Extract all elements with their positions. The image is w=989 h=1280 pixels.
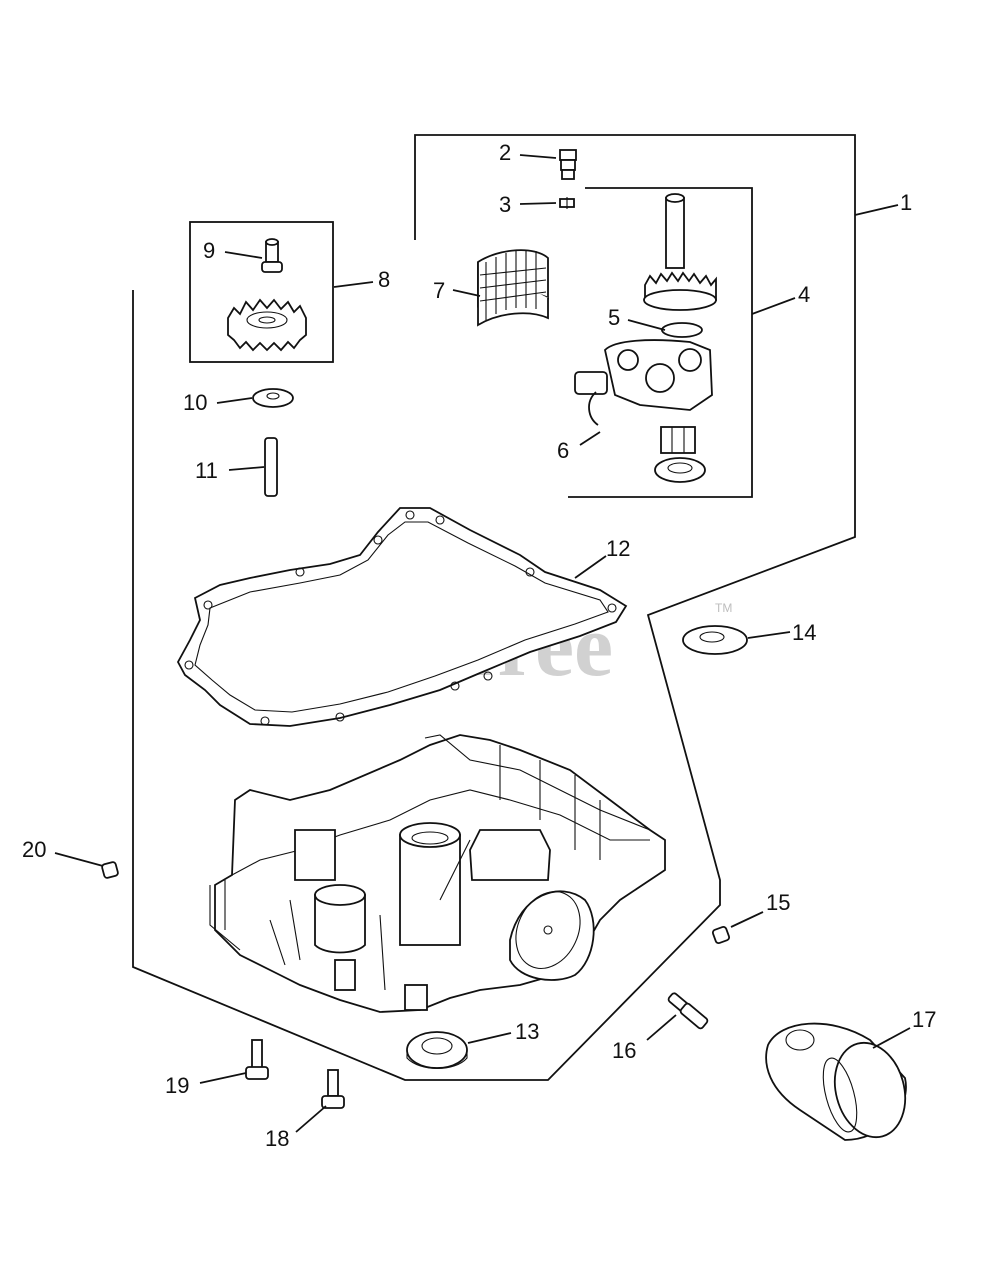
- leader-4: [751, 297, 796, 315]
- assembly-brackets: [132, 134, 856, 1081]
- part-7-screen: [477, 249, 549, 327]
- part-19-bolt: [245, 1039, 269, 1080]
- callout-labels: 1 2 3 4 5 6 7 8 9 10 11 12 13 14 15 16 1…: [22, 140, 936, 1151]
- leader-15: [730, 911, 764, 928]
- callout-20: 20: [22, 837, 46, 862]
- bracket-1-top: [414, 134, 758, 240]
- leader-10: [216, 397, 253, 404]
- leader-16: [646, 1014, 677, 1041]
- part-3-pin: [559, 197, 575, 209]
- leader-6: [579, 431, 601, 446]
- leader-5: [627, 319, 666, 331]
- leader-20: [54, 852, 104, 867]
- part-10-washer: [252, 388, 294, 408]
- callout-18: 18: [265, 1126, 289, 1151]
- part-12-gasket: [176, 507, 628, 727]
- bracket-8-box: [189, 221, 334, 363]
- leader-2: [519, 154, 557, 159]
- callout-2: 2: [499, 140, 511, 165]
- leader-12: [574, 555, 607, 579]
- part-20-plug: [101, 861, 119, 879]
- part-5-o-ring: [661, 322, 703, 338]
- callout-5: 5: [608, 305, 620, 330]
- callout-17: 17: [912, 1007, 936, 1032]
- callout-9: 9: [203, 238, 215, 263]
- callout-12: 12: [606, 536, 630, 561]
- callout-10: 10: [183, 390, 207, 415]
- callout-14: 14: [792, 620, 816, 645]
- callout-8: 8: [378, 267, 390, 292]
- callout-13: 13: [515, 1019, 539, 1044]
- part-16-fitting: [667, 992, 709, 1030]
- callout-15: 15: [766, 890, 790, 915]
- oil-pan-housing: [209, 734, 666, 1013]
- part-17-oil-filter: [765, 1022, 907, 1141]
- callout-7: 7: [433, 278, 445, 303]
- leader-11: [228, 466, 265, 471]
- callout-16: 16: [612, 1038, 636, 1063]
- leader-lines: [54, 154, 911, 1133]
- part-13-oil-seal: [406, 1031, 468, 1069]
- callout-19: 19: [165, 1073, 189, 1098]
- bracket-1-outline: [132, 134, 856, 1081]
- leader-1: [854, 204, 899, 216]
- leader-8: [333, 281, 374, 288]
- part-2-plug: [559, 149, 577, 180]
- callout-11: 11: [195, 458, 218, 483]
- part-14-washer: [682, 625, 748, 655]
- leader-7: [452, 289, 481, 297]
- leader-9: [224, 251, 263, 259]
- leader-19: [199, 1072, 247, 1084]
- callout-4: 4: [798, 282, 810, 307]
- part-11-shaft: [264, 437, 278, 497]
- part-18-bolt: [321, 1069, 345, 1109]
- callout-6: 6: [557, 438, 569, 463]
- leader-3: [519, 202, 557, 205]
- watermark-trademark: TM: [715, 601, 732, 615]
- leader-17: [872, 1027, 911, 1049]
- leader-18: [295, 1105, 327, 1133]
- part-15-plug: [711, 925, 731, 945]
- part-8-gear: [227, 298, 307, 352]
- bracket-4-outline: [568, 187, 753, 498]
- part-6-clip: [588, 391, 599, 426]
- part-9-bolt: [261, 238, 283, 273]
- leader-13: [467, 1032, 512, 1044]
- callout-3: 3: [499, 192, 511, 217]
- leader-14: [747, 631, 791, 639]
- part-4-oil-pump: [574, 193, 717, 483]
- callout-1: 1: [900, 190, 912, 215]
